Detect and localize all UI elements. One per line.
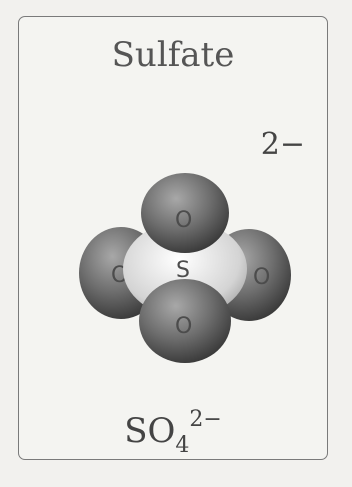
- sulfate-space-filling-model: O O S O O: [79, 173, 291, 363]
- ion-card: Sulfate 2− O O S: [18, 16, 328, 460]
- formula-base: SO: [124, 411, 176, 451]
- ion-name-title: Sulfate: [111, 35, 235, 75]
- oxygen-label-right: O: [253, 265, 270, 290]
- formula-superscript: 2−: [189, 407, 222, 432]
- formula-subscript: 4: [175, 433, 190, 458]
- oxygen-atom-top: O: [141, 173, 229, 253]
- ion-charge-label: 2−: [260, 127, 305, 162]
- oxygen-label-top: O: [175, 208, 192, 233]
- chemical-formula: SO42−: [19, 407, 327, 458]
- oxygen-atom-bottom: O: [139, 279, 231, 363]
- sulfur-label: S: [176, 258, 190, 283]
- oxygen-label-bottom: O: [175, 314, 192, 339]
